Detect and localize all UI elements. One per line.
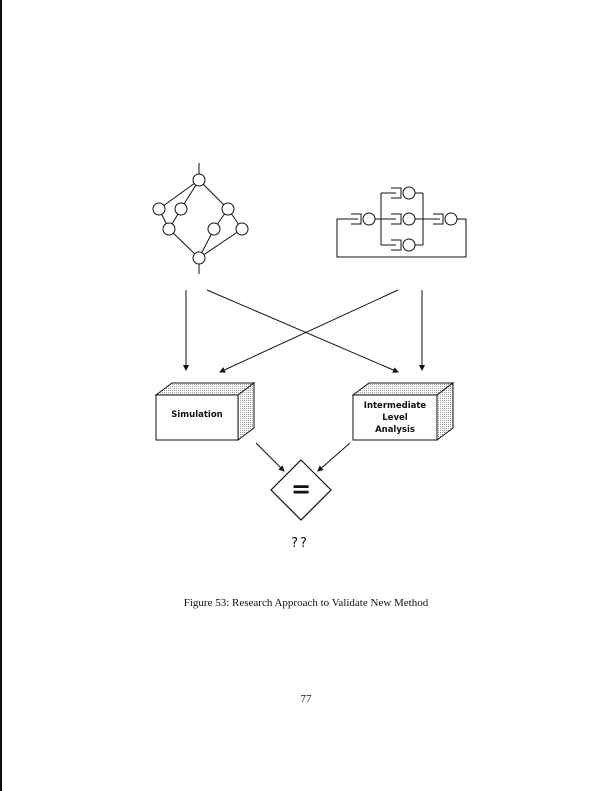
analysis-label-1: Intermediate: [364, 401, 427, 411]
analysis-box: Intermediate Level Analysis: [351, 382, 455, 441]
simulation-label: Simulation: [171, 410, 222, 420]
figure-caption: Figure 53: Research Approach to Validate…: [183, 597, 429, 609]
page-edge: [0, 0, 2, 791]
question-marks: ??: [291, 536, 309, 551]
queueing-network: [336, 186, 467, 258]
page-number: 77: [300, 693, 312, 705]
arrows: [183, 289, 425, 472]
equals-symbol: =: [291, 475, 311, 503]
simulation-box: Simulation: [154, 382, 256, 441]
analysis-label-2: Level: [382, 413, 407, 423]
analysis-label-3: Analysis: [375, 425, 415, 435]
comparison-diamond: =: [270, 459, 332, 521]
task-graph: [152, 163, 249, 274]
